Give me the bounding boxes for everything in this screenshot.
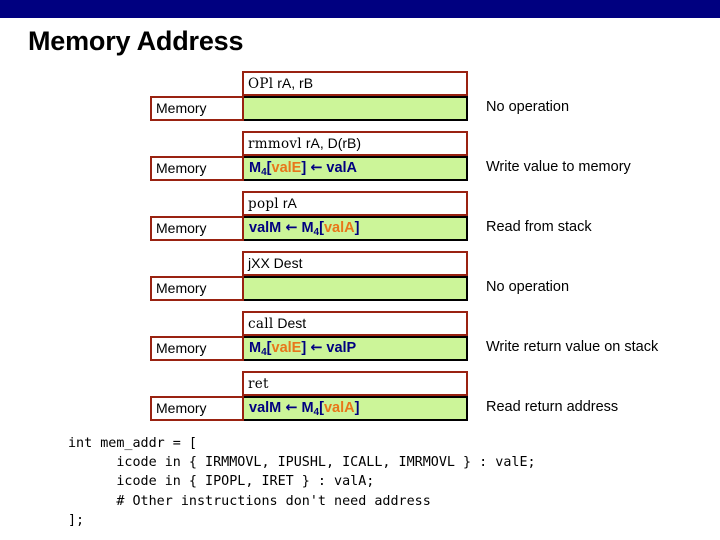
row-description: No operation [486, 99, 570, 115]
instruction-header-cell: popl rA [242, 191, 468, 216]
instruction-operands: Dest [273, 315, 307, 331]
assignment-arrow-icon: ← [285, 400, 298, 416]
instruction-operands: jXX Dest [248, 255, 303, 271]
assignment-arrow-icon: ← [285, 220, 298, 236]
instruction-operands: rA, D(rB) [301, 135, 362, 151]
row-description: No operation [486, 279, 570, 295]
instruction-header-cell: rmmovl rA, D(rB) [242, 131, 468, 156]
computation-text: ] [354, 220, 360, 236]
stage-label-cell: Memory [150, 396, 244, 421]
stage-label-cell: Memory [150, 96, 244, 121]
memory-width-subscript: 4 [313, 407, 320, 418]
computation-text: [ [266, 340, 272, 356]
computation-text: M [249, 160, 262, 176]
hcl-code-block: int mem_addr = [ icode in { IRMMOVL, IPU… [68, 436, 536, 528]
computation-cell [242, 276, 468, 301]
instruction-header-cell: call Dest [242, 311, 468, 336]
instruction-operands: rA, rB [273, 75, 314, 91]
highlighted-signal: valE [271, 160, 302, 176]
instruction-mnemonic: call [248, 316, 274, 332]
row-description: Write value to memory [486, 159, 631, 175]
computation-text: ] [301, 340, 311, 356]
instruction-header-cell: ret [242, 371, 468, 396]
computation-text: M [297, 220, 314, 236]
instruction-mnemonic: popl [248, 196, 279, 212]
assignment-arrow-icon: ← [310, 160, 323, 176]
instruction-mnemonic: OPl [248, 76, 274, 92]
stage-label-cell: Memory [150, 336, 244, 361]
instruction-header-cell: OPl rA, rB [242, 71, 468, 96]
highlighted-signal: valA [323, 400, 355, 416]
computation-text: M [249, 340, 262, 356]
instruction-header-cell: jXX Dest [242, 251, 468, 276]
row-description: Write return value on stack [486, 339, 659, 355]
row-description: Read from stack [486, 219, 592, 235]
stage-label-cell: Memory [150, 216, 244, 241]
instruction-operands: rA [278, 195, 297, 211]
computation-text: M [297, 400, 314, 416]
memory-width-subscript: 4 [261, 167, 267, 178]
computation-text: ] [354, 400, 360, 416]
computation-text: valA [322, 160, 358, 176]
computation-text: [ [266, 160, 272, 176]
computation-text: valM [249, 220, 286, 236]
row-description: Read return address [486, 399, 619, 415]
memory-width-subscript: 4 [261, 347, 267, 358]
computation-cell [242, 96, 468, 121]
computation-cell: M4[valE] ← valA [242, 156, 468, 181]
stage-label-cell: Memory [150, 276, 244, 301]
computation-text: valP [322, 340, 357, 356]
computation-text: ] [301, 160, 311, 176]
memory-width-subscript: 4 [313, 227, 320, 238]
page-title: Memory Address [28, 26, 244, 56]
computation-cell: valM ← M4[valA] [242, 216, 468, 241]
highlighted-signal: valA [323, 220, 355, 236]
computation-text: [ [319, 220, 324, 236]
top-banner [0, 0, 720, 18]
computation-text: valM [249, 400, 286, 416]
computation-cell: valM ← M4[valA] [242, 396, 468, 421]
computation-text: [ [319, 400, 324, 416]
computation-cell: M4[valE] ← valP [242, 336, 468, 361]
assignment-arrow-icon: ← [310, 340, 323, 356]
instruction-mnemonic: ret [248, 376, 269, 392]
instruction-mnemonic: rmmovl [248, 136, 302, 152]
highlighted-signal: valE [271, 340, 302, 356]
stage-label-cell: Memory [150, 156, 244, 181]
